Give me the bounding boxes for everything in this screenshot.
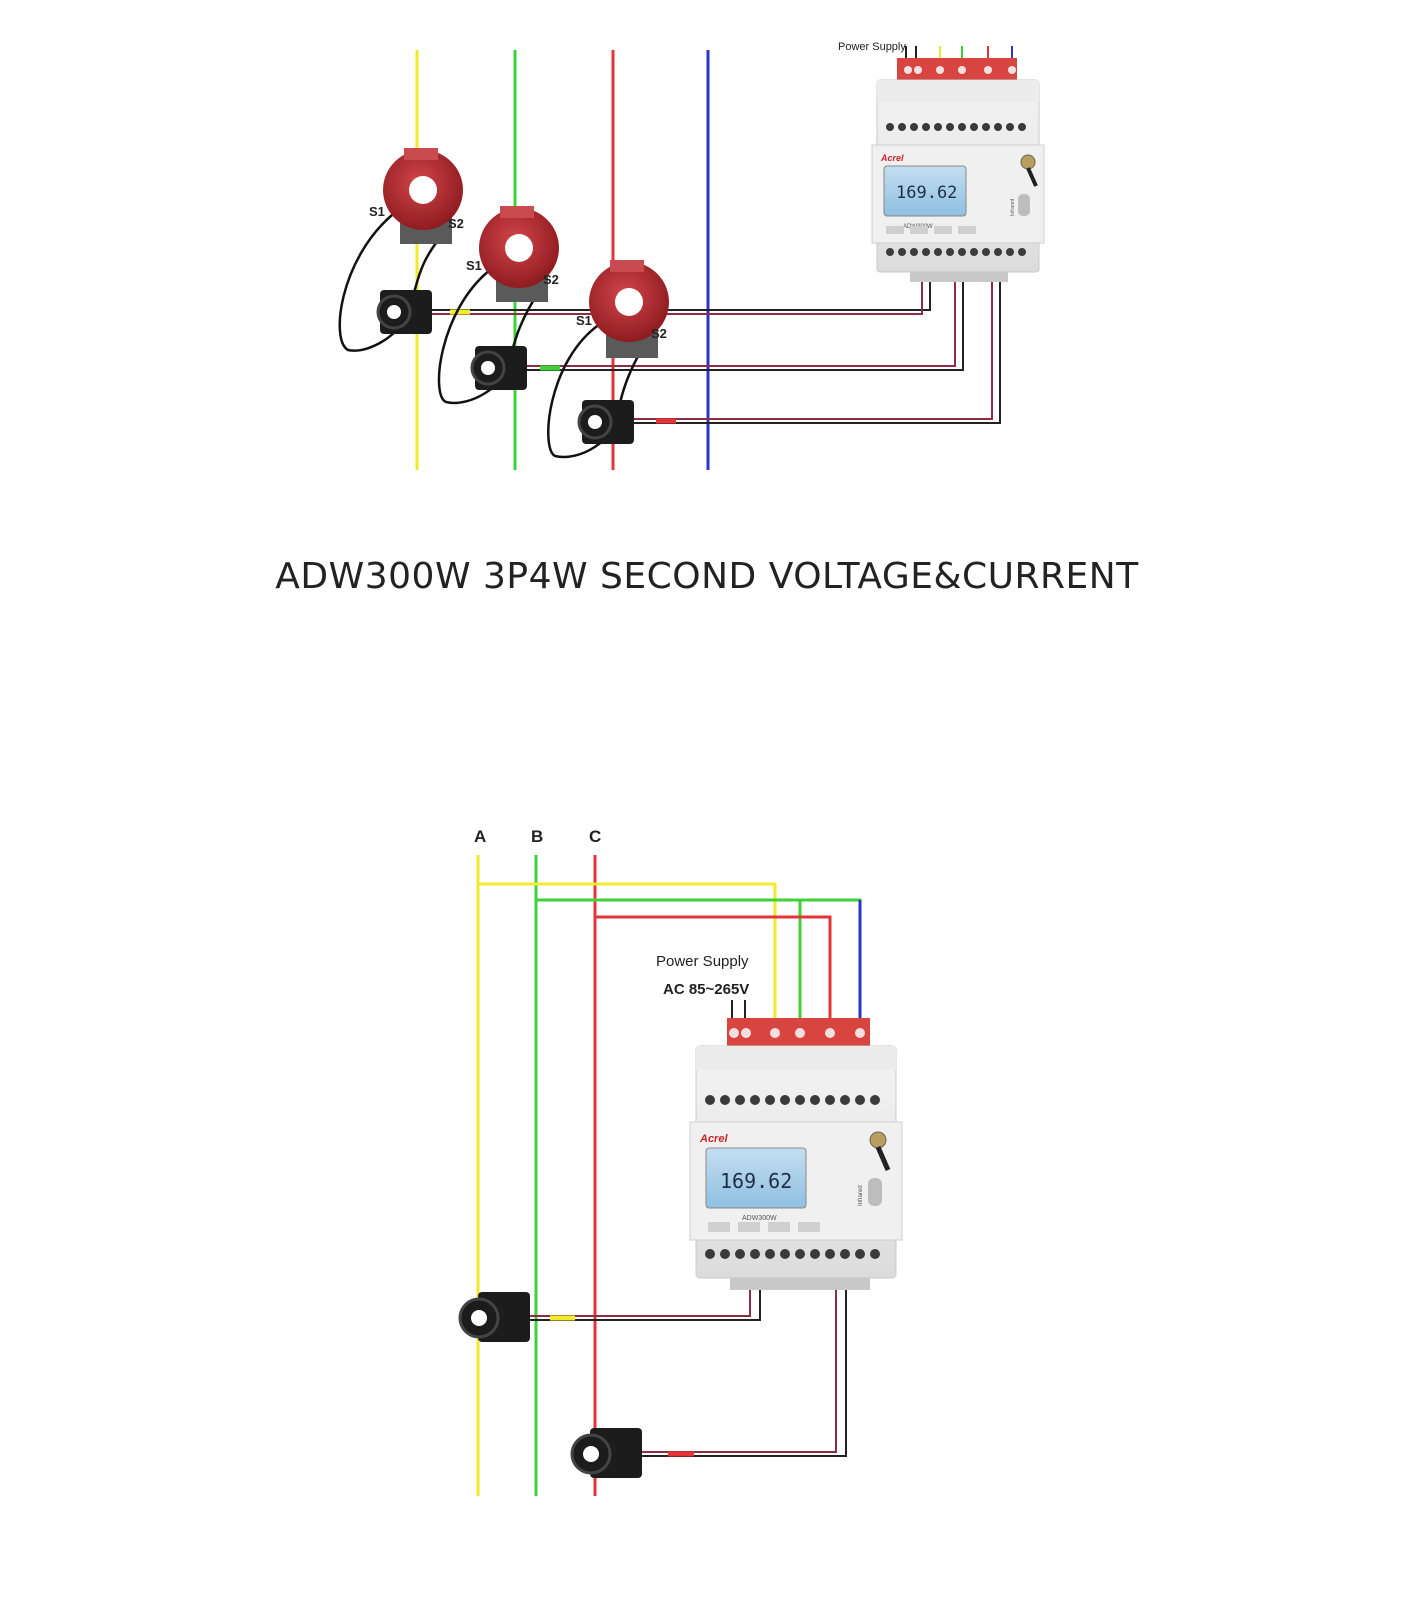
split-core-ct-icon <box>577 400 634 444</box>
bottom-diagram: A B C Power Supply AC 85~265V <box>458 827 903 1496</box>
ct-label-s1: S1 <box>576 313 592 328</box>
phase-label-b: B <box>531 827 543 846</box>
ct-label-s1: S1 <box>466 258 482 273</box>
diagram-title: ADW300W 3P4W SECOND VOLTAGE&CURRENT <box>275 556 1139 597</box>
ct-label-s2: S2 <box>651 326 667 341</box>
voltage-tap-wires <box>478 882 862 1028</box>
meter-infrared-label: Infrared <box>858 1185 864 1206</box>
split-core-ct-icon <box>376 290 432 334</box>
energy-meter-icon: Acrel 169.62 ADW300W Infrared <box>871 58 1045 282</box>
split-core-ct-icon <box>570 1428 642 1478</box>
meter-display-value: 169.62 <box>720 1169 792 1193</box>
meter-model: ADW300W <box>742 1215 777 1222</box>
phase-label-a: A <box>474 827 486 846</box>
antenna-icon <box>1020 154 1038 187</box>
antenna-icon <box>869 1131 891 1171</box>
power-supply-label: Power Supply <box>838 41 906 53</box>
signal-wires <box>528 1286 847 1457</box>
ct-label-s1: S1 <box>369 204 385 219</box>
power-supply-voltage: AC 85~265V <box>663 981 749 998</box>
meter-brand: Acrel <box>880 153 904 163</box>
meter-infrared-label: Infrared <box>1010 199 1016 216</box>
energy-meter-icon: Acrel 169.62 ADW300W Infrared <box>689 1018 903 1290</box>
current-transformer-icon: S1 S2 <box>547 260 669 459</box>
meter-brand: Acrel <box>699 1133 728 1145</box>
ct-label-s2: S2 <box>543 272 559 287</box>
current-transformer-icon: S1 S2 <box>437 206 559 405</box>
top-diagram: S1 S2 S1 S2 <box>338 41 1045 470</box>
split-core-ct-icon <box>470 346 527 390</box>
phase-label-c: C <box>589 827 601 846</box>
split-core-ct-icon <box>458 1292 530 1342</box>
ct-label-s2: S2 <box>448 216 464 231</box>
power-supply-label: Power Supply <box>656 953 749 970</box>
meter-display-value: 169.62 <box>896 183 957 203</box>
